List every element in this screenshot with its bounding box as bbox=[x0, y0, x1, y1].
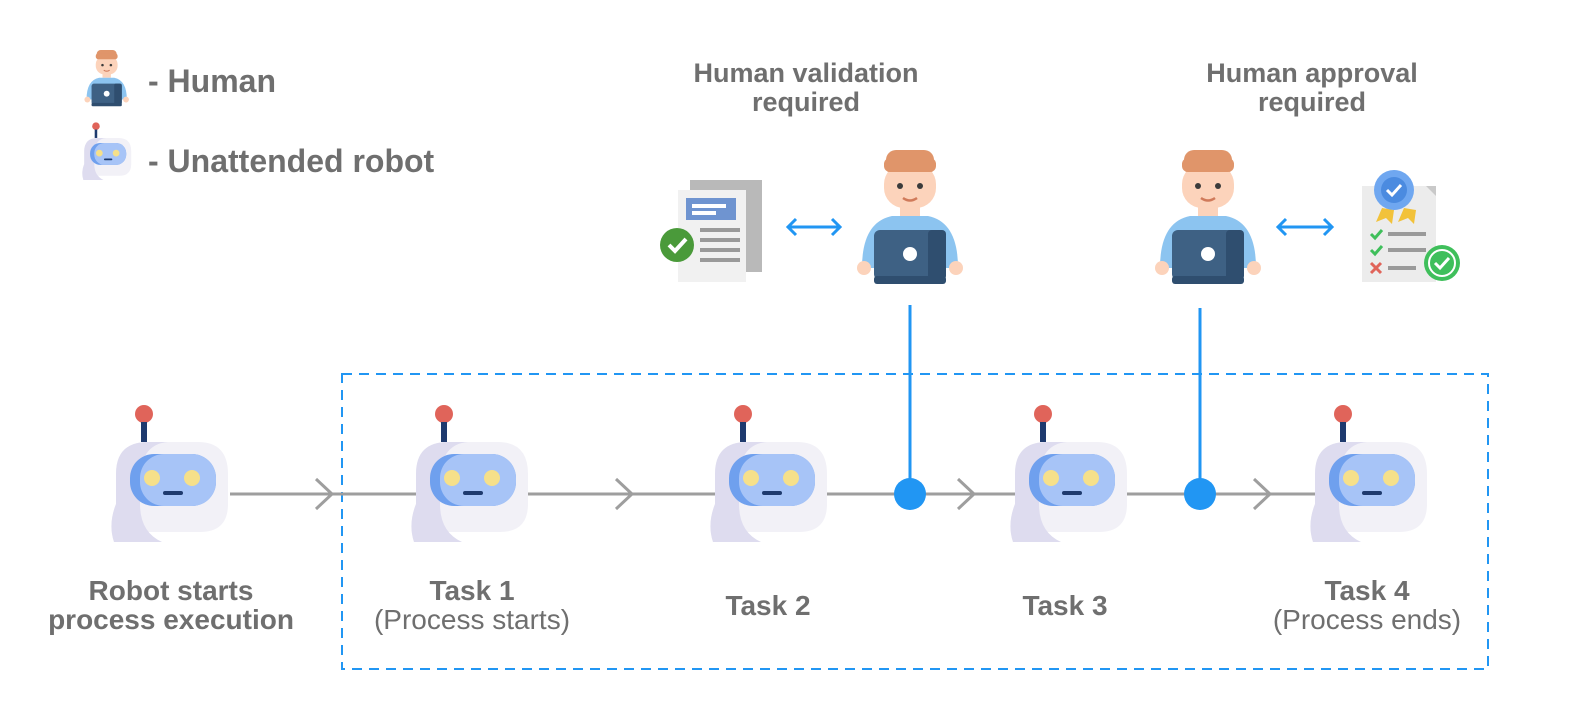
step-3-title: Task 3 bbox=[1022, 590, 1107, 621]
approval-human-icon bbox=[1153, 148, 1263, 286]
process-boundary-box bbox=[341, 373, 1489, 670]
robot-step-2 bbox=[710, 405, 833, 542]
approval-checkpoint-dot bbox=[1184, 478, 1216, 510]
robot-step-0 bbox=[111, 405, 234, 542]
validation-checkpoint-dot bbox=[894, 478, 926, 510]
robot-step-4 bbox=[1310, 405, 1433, 542]
approval-note-line2: required bbox=[1258, 87, 1366, 117]
robot-icon bbox=[1310, 405, 1433, 542]
robot-icon bbox=[411, 405, 534, 542]
validation-note-line1: Human validation bbox=[693, 58, 918, 88]
legend: - Human - Unattended robot bbox=[82, 49, 435, 180]
step-1-subtitle: (Process starts) bbox=[374, 604, 570, 635]
validation-double-arrow-icon bbox=[785, 217, 843, 237]
robot-step-1 bbox=[411, 405, 534, 542]
step-4-subtitle: (Process ends) bbox=[1273, 604, 1461, 635]
robot-step-3 bbox=[1010, 405, 1133, 542]
human-validation-group: Human validation required bbox=[660, 58, 965, 492]
step-4-title: Task 4 bbox=[1324, 575, 1410, 606]
legend-robot-label: - Unattended robot bbox=[148, 143, 435, 179]
legend-robot-icon bbox=[82, 122, 134, 180]
step-2-title: Task 2 bbox=[725, 590, 810, 621]
approval-double-arrow-icon bbox=[1275, 217, 1335, 237]
robot-icon bbox=[111, 405, 234, 542]
validation-human-icon bbox=[855, 148, 965, 286]
validation-note-line2: required bbox=[752, 87, 860, 117]
approval-note-line1: Human approval bbox=[1206, 58, 1418, 88]
robot-icon bbox=[710, 405, 833, 542]
robot-icon bbox=[1010, 405, 1133, 542]
human-approval-group: Human approval required bbox=[1153, 58, 1460, 492]
legend-human-icon bbox=[83, 49, 130, 107]
step-1-title: Task 1 bbox=[429, 575, 514, 606]
step-0-title: Robot starts bbox=[89, 575, 254, 606]
checked-document-icon bbox=[660, 180, 762, 282]
certificate-checklist-icon bbox=[1362, 170, 1460, 282]
step-labels: Robot starts process execution Task 1 (P… bbox=[48, 575, 1461, 635]
legend-human-label: - Human bbox=[148, 63, 276, 99]
step-0-subtitle: process execution bbox=[48, 604, 294, 635]
